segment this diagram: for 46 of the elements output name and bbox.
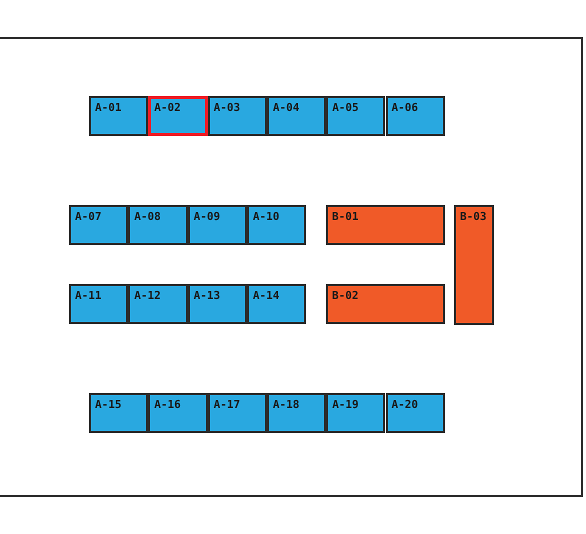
booth-number: A-13	[194, 289, 222, 302]
booth-box	[69, 284, 128, 324]
booth-box	[208, 96, 267, 136]
booth-box	[89, 96, 148, 136]
booth-number: A-05	[332, 101, 360, 114]
booth-number: A-06	[392, 101, 419, 114]
booth-number: A-20	[392, 398, 419, 411]
booth-box	[128, 284, 188, 324]
booth-box	[188, 205, 247, 245]
booth-box	[326, 393, 386, 433]
booth-number: A-16	[154, 398, 182, 411]
booth-box	[89, 393, 148, 433]
booth-box	[69, 205, 128, 245]
booth-box	[246, 284, 306, 324]
booth-box	[188, 284, 247, 324]
booth-number: A-17	[214, 398, 242, 411]
booth-box	[266, 96, 326, 136]
booth-box	[208, 393, 267, 433]
booth-box	[148, 96, 208, 136]
booth-box	[266, 393, 326, 433]
booth-number: A-15	[95, 398, 122, 411]
booth-number: B-01	[332, 210, 360, 223]
booth-number: A-01	[95, 101, 122, 114]
booth-number: A-18	[272, 398, 300, 411]
booth-number: A-14	[252, 289, 280, 302]
booth-number: A-02	[154, 101, 182, 114]
booth-box	[128, 205, 188, 245]
booth-box	[326, 96, 386, 136]
booth-box	[246, 205, 306, 245]
booth-number: A-07	[75, 210, 102, 223]
booth-box	[386, 393, 445, 433]
booth-number: A-09	[194, 210, 222, 223]
booth-number: A-04	[272, 101, 300, 114]
booth-number: B-03	[460, 210, 488, 223]
booth-number: A-08	[134, 210, 162, 223]
booth-number: B-02	[332, 289, 360, 302]
booth-number: A-19	[332, 398, 360, 411]
booth-box	[148, 393, 208, 433]
booth-box	[454, 205, 494, 325]
booth-number: A-10	[252, 210, 280, 223]
booth-box	[386, 96, 445, 136]
booth-number: A-12	[134, 289, 162, 302]
booth-number: A-11	[75, 289, 102, 302]
booth-box	[326, 205, 445, 245]
booth-number: A-03	[214, 101, 242, 114]
booth-box	[326, 284, 445, 324]
